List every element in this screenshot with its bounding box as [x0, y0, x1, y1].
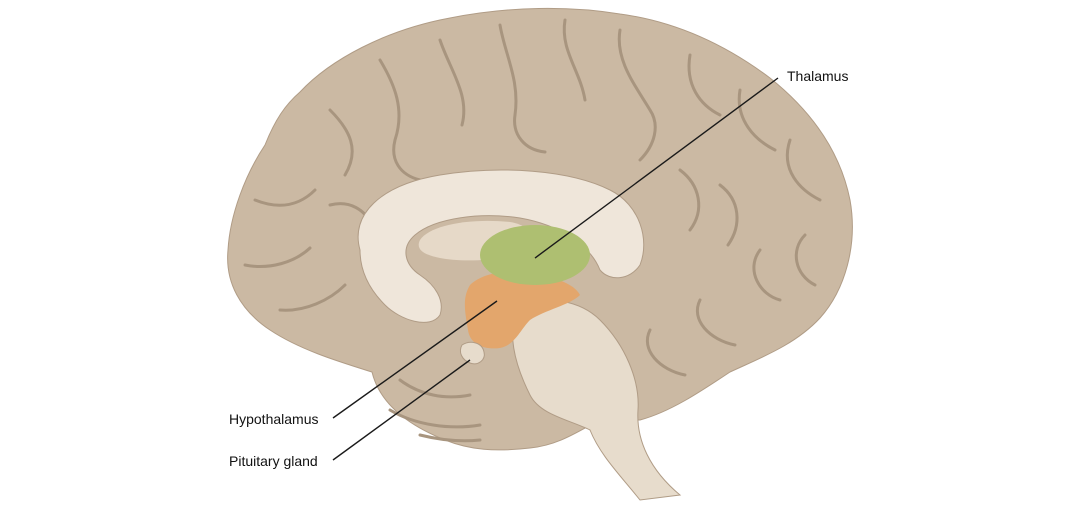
- pituitary-gland-region: [459, 341, 485, 365]
- pituitary-gland-label: Pituitary gland: [229, 453, 318, 469]
- pituitary-leader-line: [332, 359, 471, 461]
- thalamus-leader-line: [534, 77, 779, 259]
- brainstem: [512, 299, 682, 501]
- sulci: [243, 18, 822, 443]
- hypothalamus-label: Hypothalamus: [229, 411, 319, 427]
- thalamus-region: [480, 225, 590, 285]
- hypothalamus-leader-line: [332, 300, 498, 419]
- hypothalamus-region: [464, 271, 580, 349]
- thalamus-label: Thalamus: [787, 68, 849, 84]
